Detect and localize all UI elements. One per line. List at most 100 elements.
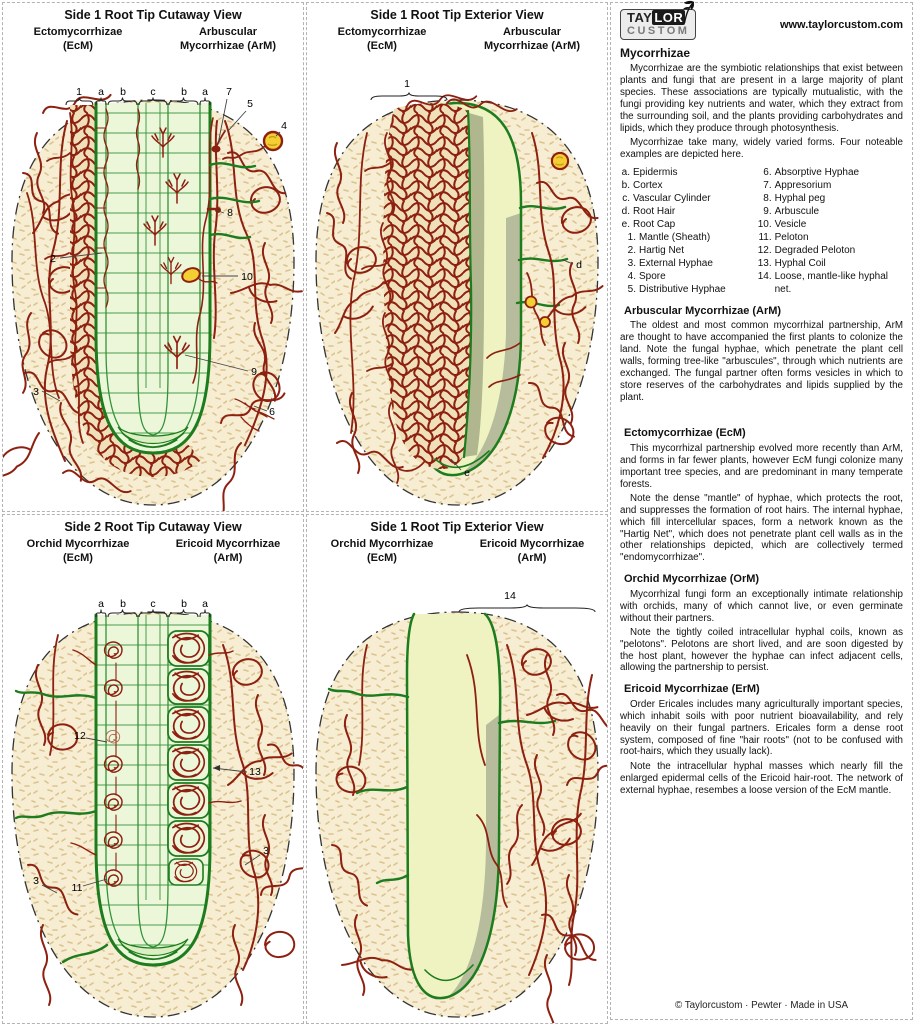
panel-side1-cutaway: 1 a b c b a 2 3 4 5 6 7 8 9 10 Side 1 Ro… — [2, 2, 304, 512]
label-5: 5 — [247, 98, 253, 110]
vesicle — [524, 295, 538, 309]
label-a: a — [98, 86, 104, 98]
column-headings: Orchid Mycorrhizae(EcM) Ericoid Mycorrhi… — [3, 538, 303, 566]
root-hairs — [208, 162, 261, 240]
legend-item: 6.Absorptive Hyphae — [763, 166, 860, 178]
label-c: c — [150, 86, 155, 98]
appresorium-hypha — [215, 130, 226, 148]
label-b: b — [120, 598, 126, 610]
spore — [262, 130, 284, 152]
label-12: 12 — [74, 730, 86, 742]
root-outline — [405, 612, 502, 1000]
panel-title: Side 1 Root Tip Exterior View — [370, 8, 544, 22]
heading-orm: Orchid Mycorrhizae(EcM) — [330, 538, 434, 564]
side2-exterior-diagram: 14 — [315, 590, 607, 1023]
label-13: 13 — [249, 766, 261, 778]
label-b2: b — [181, 86, 187, 98]
heading-orm-section: Orchid Mycorrhizae (OrM) — [624, 573, 760, 586]
label-e: e — [464, 467, 470, 479]
leader-lines — [41, 737, 261, 894]
heading-mycorrhizae: Mycorrhizae — [620, 46, 691, 61]
intro-paragraph-1: Mycorrhizae are the symbiotic relationsh… — [620, 63, 903, 134]
label-1: 1 — [404, 78, 410, 90]
orm-paragraph-2: Note the tightly coiled intracellular hy… — [620, 626, 903, 674]
external-hyphae-right — [210, 120, 303, 511]
root-cap-edge — [434, 450, 490, 469]
appresorium — [211, 145, 221, 153]
external-hyphae-right — [486, 132, 607, 459]
legend-item: 12.Degraded Peloton — [757, 244, 856, 256]
root-shadow-right — [461, 213, 521, 474]
absorptive-hyphae — [234, 398, 275, 432]
vesicle — [181, 267, 218, 284]
label-10: 10 — [241, 271, 253, 283]
legend-item: 14.Loose, mantle-like hyphal net. — [757, 270, 889, 295]
external-hyphae-right — [222, 644, 303, 1006]
intro-paragraph-2: Mycorrhizae take many, widely varied for… — [620, 136, 903, 160]
loose-hyphal-net — [466, 644, 607, 1023]
label-7: 7 — [226, 86, 232, 98]
label-3-right: 3 — [263, 845, 269, 857]
heading-ecm-section: Ectomycorrhizae (EcM) — [624, 427, 746, 440]
panel-side2-exterior: 14 Side 1 Root Tip Exterior View Orchid … — [306, 514, 608, 1024]
legend-item: a.Epidermis — [621, 166, 678, 178]
label-a2: a — [202, 86, 208, 98]
label-2: 2 — [50, 253, 56, 265]
heading-erm: Ericoid Mycorrhizae(ArM) — [479, 538, 585, 564]
pelotons — [70, 641, 242, 887]
side2-cutaway-diagram: a b c b a 12 13 11 3 3 — [11, 598, 303, 1018]
legend-item: 7.Appresorium — [763, 179, 832, 191]
green-external-hyphae — [327, 687, 557, 885]
mantle-edge-hyphae — [361, 90, 519, 484]
callout-labels: 1 d e — [404, 78, 582, 479]
mantle-edge-hyphae — [44, 112, 84, 444]
callout-labels: 1 a b c b a 2 3 4 5 6 7 8 9 10 — [33, 86, 287, 418]
side1-exterior-diagram: 1 d e — [315, 78, 607, 506]
external-hyphae-left — [328, 644, 414, 996]
hartig-net — [95, 108, 141, 308]
root-outline — [94, 613, 212, 967]
external-hyphae-left — [323, 132, 406, 474]
column-headings: Orchid Mycorrhizae(EcM) Ericoid Mycorrhi… — [307, 538, 607, 566]
erm-paragraph-2: Note the intracellular hyphal masses whi… — [620, 760, 903, 796]
root-cap-edge — [424, 964, 474, 982]
label-3-left: 3 — [33, 875, 39, 887]
legend-item: 1.Mantle (Sheath) — [627, 231, 711, 243]
legend-item: e.Root Cap — [621, 218, 676, 230]
green-external-hyphae — [14, 689, 109, 964]
panel-title: Side 2 Root Tip Cutaway View — [64, 520, 242, 534]
website-url: www.taylorcustom.com — [779, 19, 903, 31]
orm-paragraph-1: Mycorrhizal fungi form an exceptionally … — [620, 588, 903, 624]
label-9: 9 — [251, 366, 257, 378]
logo-line2: CUSTOM — [627, 25, 690, 38]
legend-item: 5.Distributive Hyphae — [627, 283, 726, 295]
mantle-band — [70, 105, 202, 478]
label-4: 4 — [281, 120, 287, 132]
callout-labels: a b c b a 12 13 11 3 3 — [33, 598, 269, 894]
leader-lines — [450, 259, 574, 471]
legend-item: 11.Peloton — [758, 231, 809, 243]
heading-orm: Orchid Mycorrhizae(EcM) — [26, 538, 130, 564]
legend-item: 4.Spore — [627, 270, 666, 282]
mantle-brace — [369, 91, 449, 102]
label-1: 1 — [76, 86, 82, 98]
label-11: 11 — [72, 882, 83, 894]
label-c: c — [150, 598, 155, 610]
spore — [550, 151, 570, 171]
external-hyphae-left — [3, 88, 133, 495]
panel-side1-exterior: 1 d e Side 1 Root Tip Exterior View Ecto… — [306, 2, 608, 512]
footer-credits: © Taylorcustom · Pewter · Made in USA — [674, 1000, 849, 1012]
root-outline — [94, 101, 212, 455]
heading-erm: Ericoid Mycorrhizae(ArM) — [175, 538, 281, 564]
heading-arm-section: Arbuscular Mycorrhizae (ArM) — [624, 304, 782, 317]
label-b: b — [120, 86, 126, 98]
label-3: 3 — [33, 386, 39, 398]
root-shadow-right — [448, 715, 499, 997]
legend-item: 2.Hartig Net — [627, 244, 685, 256]
legend-item: b.Cortex — [621, 179, 663, 191]
